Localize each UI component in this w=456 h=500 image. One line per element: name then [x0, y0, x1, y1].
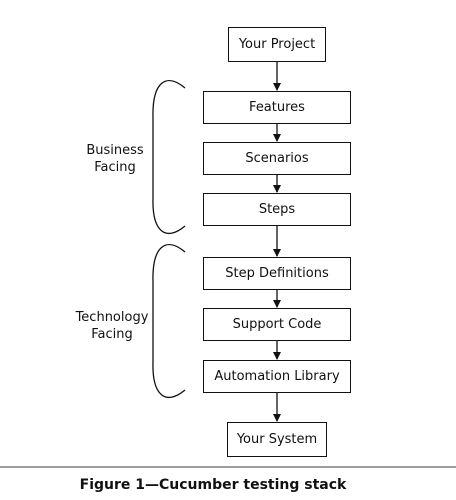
node-automation-library: Automation Library — [203, 360, 351, 393]
node-features: Features — [203, 91, 351, 124]
business-facing-brace — [152, 80, 186, 235]
node-your-project: Your Project — [228, 27, 326, 62]
group-label-business-facing: Business Facing — [86, 143, 144, 175]
node-your-system: Your System — [227, 422, 327, 457]
caption-divider — [0, 466, 456, 468]
node-scenarios: Scenarios — [203, 142, 351, 175]
node-support-code: Support Code — [203, 308, 351, 341]
node-step-definitions: Step Definitions — [203, 257, 351, 290]
technology-facing-brace — [152, 244, 186, 399]
group-label-technology-facing: Technology Facing — [75, 310, 149, 342]
node-steps: Steps — [203, 193, 351, 226]
figure-caption: Figure 1—Cucumber testing stack — [79, 477, 347, 493]
